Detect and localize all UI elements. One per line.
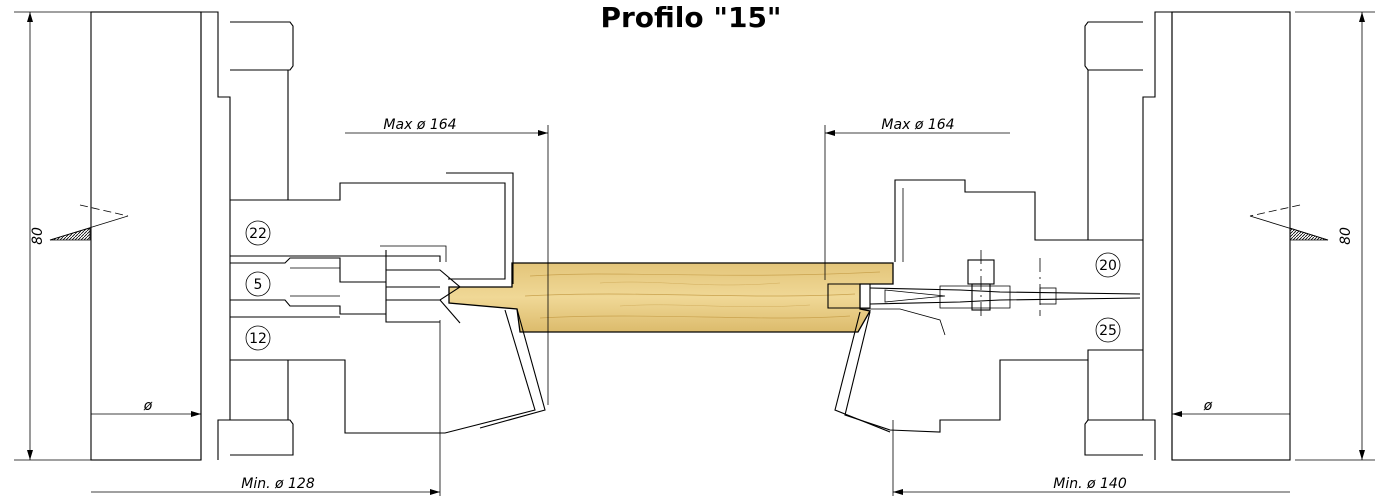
left-diam-dim: ø <box>143 398 153 414</box>
label-20: 20 <box>1099 258 1117 274</box>
right-dimensions: 80 Max ø 164 Min. ø 140 ø <box>824 11 1375 496</box>
left-tool: 22 5 12 <box>49 11 546 461</box>
drawing-title: Profilo "15" <box>600 1 781 34</box>
right-height-dim: 80 <box>1338 227 1354 245</box>
label-25: 25 <box>1099 323 1117 339</box>
right-tool: 20 25 <box>827 11 1329 461</box>
right-min-dim: Min. ø 140 <box>1053 476 1127 492</box>
wood-workpiece <box>448 262 894 333</box>
right-diam-dim: ø <box>1203 398 1213 414</box>
label-22: 22 <box>249 226 267 242</box>
left-min-dim: Min. ø 128 <box>241 476 315 492</box>
left-max-dim: Max ø 164 <box>383 117 456 133</box>
label-12: 12 <box>249 331 267 347</box>
right-max-dim: Max ø 164 <box>881 117 954 133</box>
left-height-dim: 80 <box>30 227 46 245</box>
left-dimensions: 80 Max ø 164 Min. ø 128 ø <box>14 11 549 496</box>
label-5: 5 <box>254 277 263 293</box>
